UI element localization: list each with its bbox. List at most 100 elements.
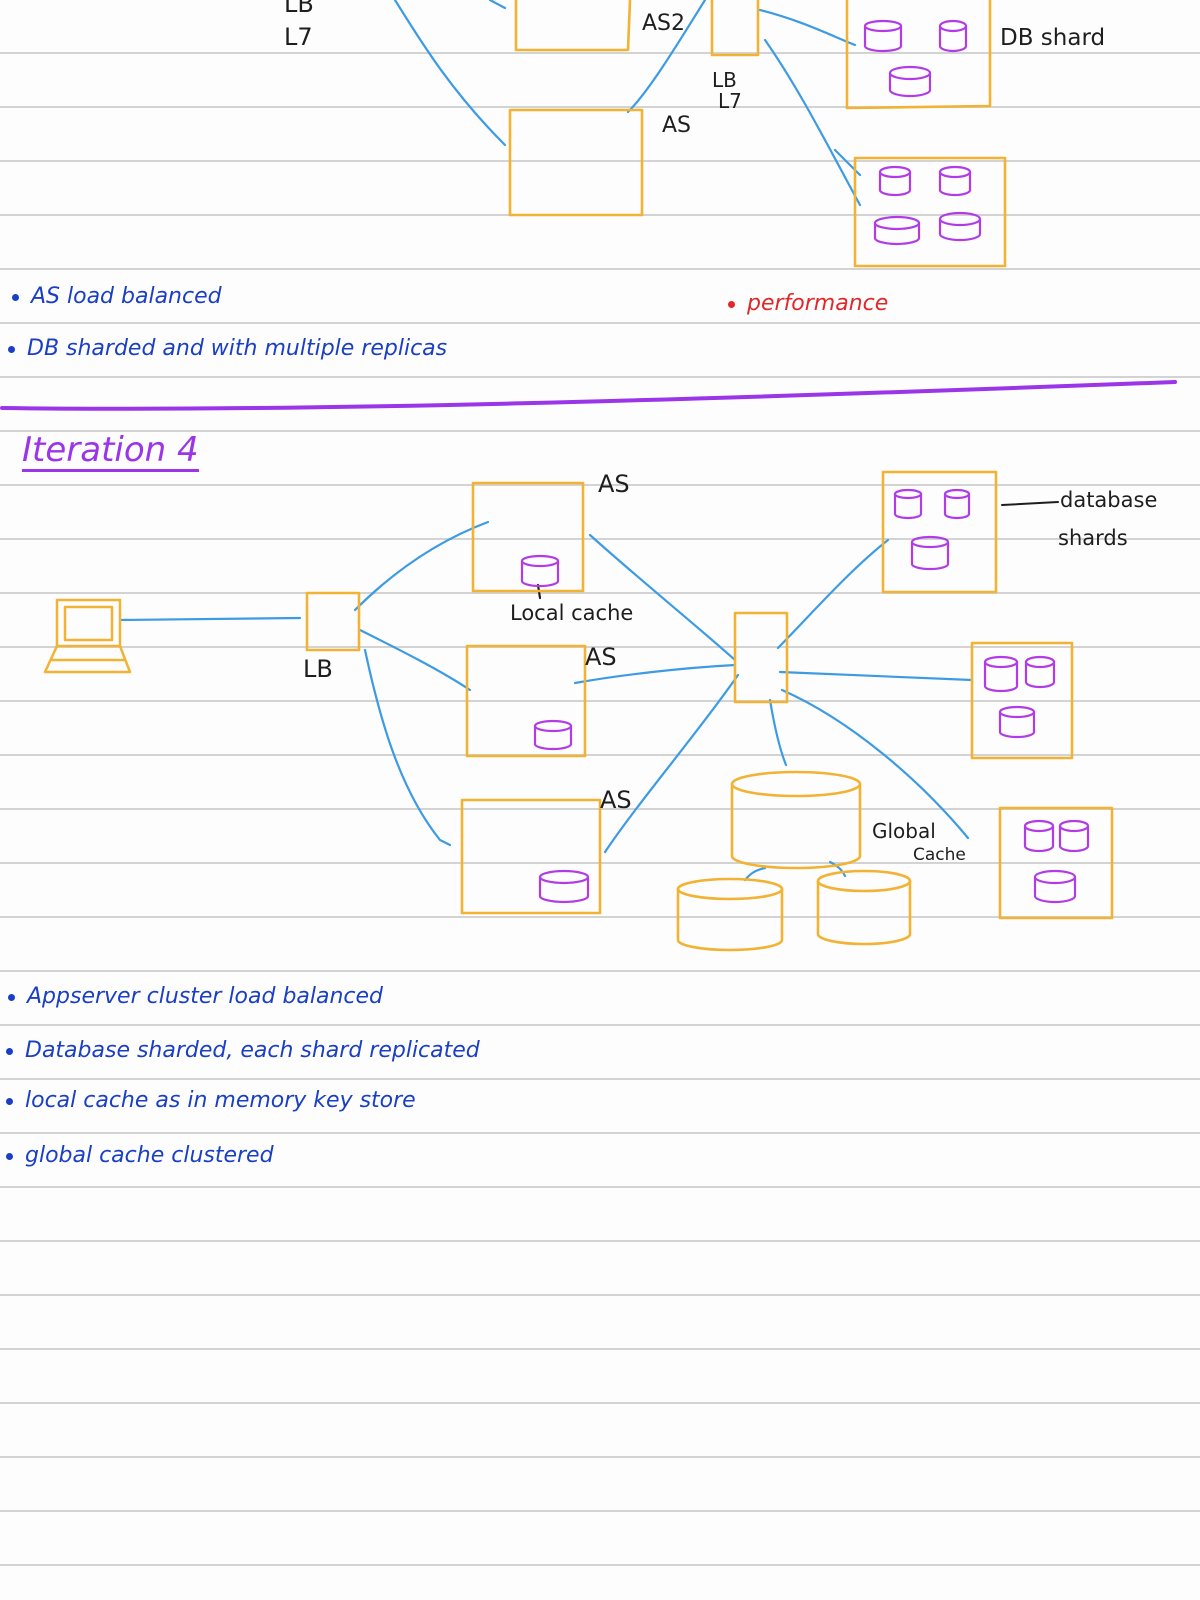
link-global-cache-to-replica1 (743, 866, 767, 882)
database-icon (910, 535, 950, 571)
database-icon (938, 165, 972, 197)
bullet-dot (8, 993, 15, 1001)
link-as1-to-lb2 (588, 533, 737, 662)
global-cache-cluster (676, 770, 912, 952)
iteration4-note-4: global cache clustered (6, 1143, 274, 1168)
section-divider (0, 380, 1177, 411)
lb-mid-label-line2: L7 (718, 89, 742, 113)
link-as2-to-lb2 (573, 663, 737, 685)
top-link-lb-mid-to-shard2 (763, 38, 862, 207)
bullet-dot (728, 300, 735, 308)
bullet-dot (6, 1047, 13, 1055)
database-icon (938, 19, 968, 53)
as-label-3: AS (600, 786, 632, 814)
iteration4-connections (118, 520, 974, 882)
iteration4-note-2: Database sharded, each shard replicated (6, 1038, 480, 1063)
database-icon (878, 165, 912, 197)
lb-mid-box (710, 0, 760, 57)
iteration4-note-4-text: global cache clustered (25, 1143, 274, 1168)
bullet-dot (8, 345, 15, 353)
top-link-lb-to-as-lower (393, 0, 507, 147)
database-icon (888, 65, 932, 98)
link-global-cache-to-replica2 (828, 860, 847, 878)
lb-mid-label-line1: LB (712, 68, 737, 92)
database-icon (943, 488, 971, 520)
link-lb2-to-global-cache (768, 698, 788, 767)
iteration4-diagram: AS AS AS LB Local cache database shards … (43, 470, 1157, 952)
link-lb-to-as3 (363, 648, 452, 847)
database-icon (998, 705, 1036, 739)
lb-top-left-label-line2: L7 (284, 23, 313, 51)
link-as3-to-lb2 (603, 673, 740, 854)
database-shards-label-line2: shards (1058, 526, 1128, 550)
db-shard-box-2 (853, 156, 1007, 268)
link-client-to-lb (118, 616, 302, 622)
global-cache-label-line1: Global (872, 819, 936, 843)
db-shard-box-1 (845, 0, 992, 110)
database-icon (816, 869, 912, 946)
global-cache-label-line2: Cache (913, 845, 966, 865)
top-connections (393, 0, 862, 207)
as-lower-label: AS (662, 113, 691, 138)
database-icon (1024, 655, 1056, 689)
top-link-lb-mid-to-shard1 (758, 8, 857, 47)
iteration4-note-1: Appserver cluster load balanced (8, 984, 383, 1009)
database-icon (520, 554, 560, 588)
as-box-3 (460, 798, 602, 915)
laptop-icon (43, 598, 132, 674)
iteration4-note-3: local cache as in memory key store (6, 1088, 416, 1113)
iteration4-note-2-text: Database sharded, each shard replicated (25, 1038, 480, 1063)
database-icon (983, 655, 1019, 693)
db-shard-box-a (881, 470, 998, 594)
iteration4-databases (520, 488, 1090, 904)
link-lb2-to-shard2 (778, 670, 974, 682)
top-note-2-text: DB sharded and with multiple replicas (27, 336, 448, 361)
database-icon (538, 869, 590, 904)
top-link-as-lower-to-lb-mid (626, 0, 707, 114)
database-icon (1023, 819, 1055, 853)
iteration4-note-1-text: Appserver cluster load balanced (27, 984, 384, 1009)
top-note-1: AS load balanced (12, 284, 222, 309)
lb-top-left-label-line1: LB (284, 0, 314, 18)
database-icon (863, 19, 903, 53)
db-shard-box-c (998, 806, 1114, 920)
as-lower-box (508, 108, 644, 217)
as-label-2: AS (585, 643, 617, 671)
as-box-1 (471, 481, 585, 593)
lb2-box (733, 611, 789, 704)
database-icon (893, 488, 923, 520)
red-note-text: performance (747, 291, 889, 316)
bullet-dot (6, 1152, 13, 1160)
iteration-title: Iteration 4 (22, 431, 199, 473)
red-note: performance (728, 291, 888, 316)
top-note-2: DB sharded and with multiple replicas (8, 336, 447, 361)
database-icon (533, 719, 573, 751)
as2-box (514, 0, 632, 52)
as-box-2 (465, 644, 587, 758)
bullet-dot (6, 1097, 13, 1105)
database-shards-pointer (1001, 501, 1059, 506)
link-lb2-to-shard3 (780, 688, 970, 840)
top-note-1-text: AS load balanced (31, 284, 222, 309)
database-shards-label-line1: database (1060, 488, 1157, 512)
previous-iteration-diagram: LB L7 AS2 LB L7 AS DB shard (284, 0, 1105, 268)
local-cache-label: Local cache (510, 601, 633, 625)
lb-label: LB (303, 655, 333, 683)
database-icon (730, 770, 862, 870)
top-link-lb-to-as2 (488, 0, 507, 10)
database-icon (1058, 819, 1090, 853)
link-lb2-to-shard1 (776, 538, 890, 650)
db-shard-box-b (970, 641, 1074, 760)
database-icon (938, 211, 982, 242)
link-lb-to-as2 (358, 628, 472, 692)
link-lb-to-as1 (353, 520, 490, 612)
iteration4-note-3-text: local cache as in memory key store (25, 1088, 416, 1113)
database-icon (676, 877, 784, 952)
as-label-1: AS (598, 470, 630, 498)
database-icon (873, 215, 921, 246)
top-databases (863, 19, 982, 246)
database-icon (1033, 869, 1077, 904)
lb-box (305, 591, 361, 652)
as2-label: AS2 (642, 11, 685, 36)
